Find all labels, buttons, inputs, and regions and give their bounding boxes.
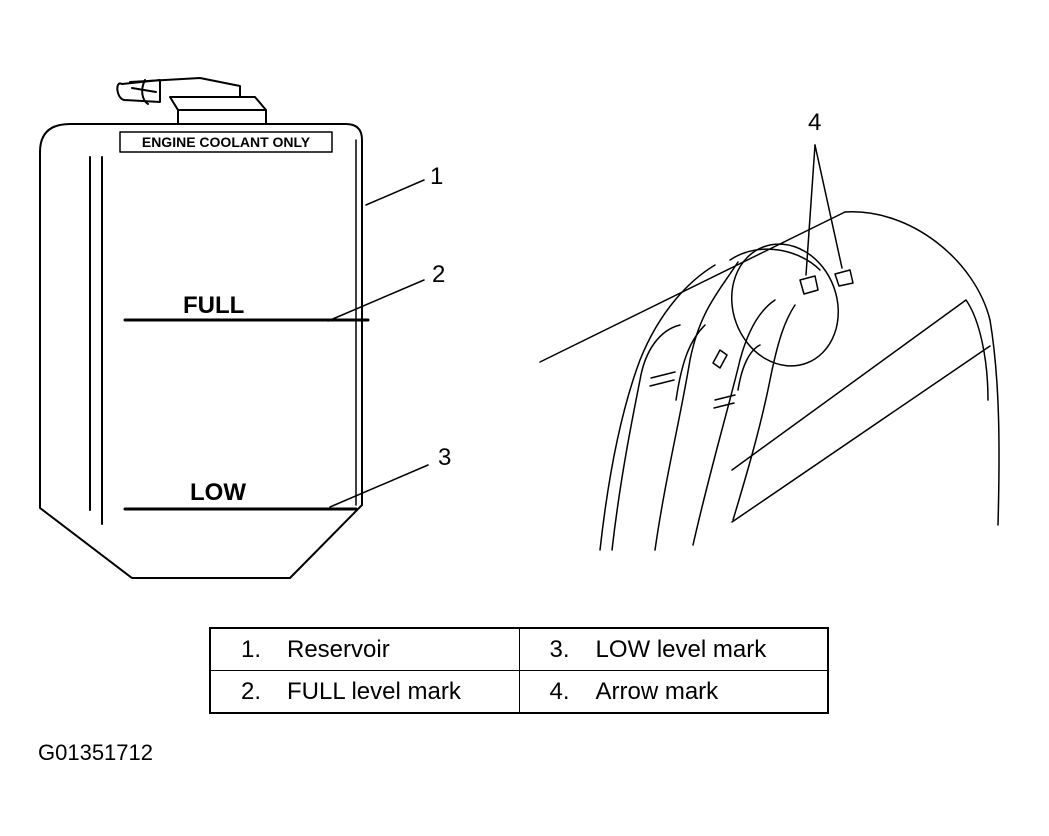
legend-text: FULL level mark xyxy=(287,677,461,705)
legend-number: 2. xyxy=(241,677,262,705)
callout-2: 2 xyxy=(432,261,445,288)
legend-text: Reservoir xyxy=(287,635,390,663)
legend-row: 1. Reservoir 3. LOW level mark xyxy=(209,627,829,671)
legend-text: Arrow mark xyxy=(595,677,719,705)
cap-detail-view xyxy=(539,211,1000,551)
leader-line-1 xyxy=(365,179,425,206)
reservoir-body xyxy=(39,123,363,579)
legend-cell: 3. LOW level mark xyxy=(518,627,829,671)
legend-row: 2. FULL level mark 4. Arrow mark xyxy=(209,670,829,714)
coolant-reservoir-diagram: ENGINE COOLANT ONLY FULL LOW 1 2 3 xyxy=(39,77,1000,579)
leader-line-2 xyxy=(327,279,425,322)
figure-id: G01351712 xyxy=(38,740,153,765)
legend-cell: 4. Arrow mark xyxy=(518,670,829,714)
arrow-leader-left xyxy=(805,144,816,276)
full-label: FULL xyxy=(183,292,244,319)
engine-coolant-label-box xyxy=(119,131,333,153)
legend-cell: 2. FULL level mark xyxy=(209,670,520,714)
callout-1: 1 xyxy=(430,163,443,190)
legend-number: 4. xyxy=(549,677,570,705)
legend-cell: 1. Reservoir xyxy=(209,627,520,671)
arrow-leader-right xyxy=(814,144,843,269)
leader-line-3 xyxy=(329,464,429,508)
engine-coolant-label: ENGINE COOLANT ONLY xyxy=(142,134,311,150)
reservoir-cap xyxy=(116,77,267,125)
reservoir-tank xyxy=(39,77,370,579)
legend-number: 3. xyxy=(549,635,570,663)
legend-text: LOW level mark xyxy=(595,635,767,663)
callout-3: 3 xyxy=(438,444,451,471)
callout-4: 4 xyxy=(808,109,821,136)
legend-table: 1. Reservoir 3. LOW level mark 2. FULL leve… xyxy=(209,627,829,714)
legend-number: 1. xyxy=(241,635,262,663)
low-label: LOW xyxy=(190,479,246,506)
